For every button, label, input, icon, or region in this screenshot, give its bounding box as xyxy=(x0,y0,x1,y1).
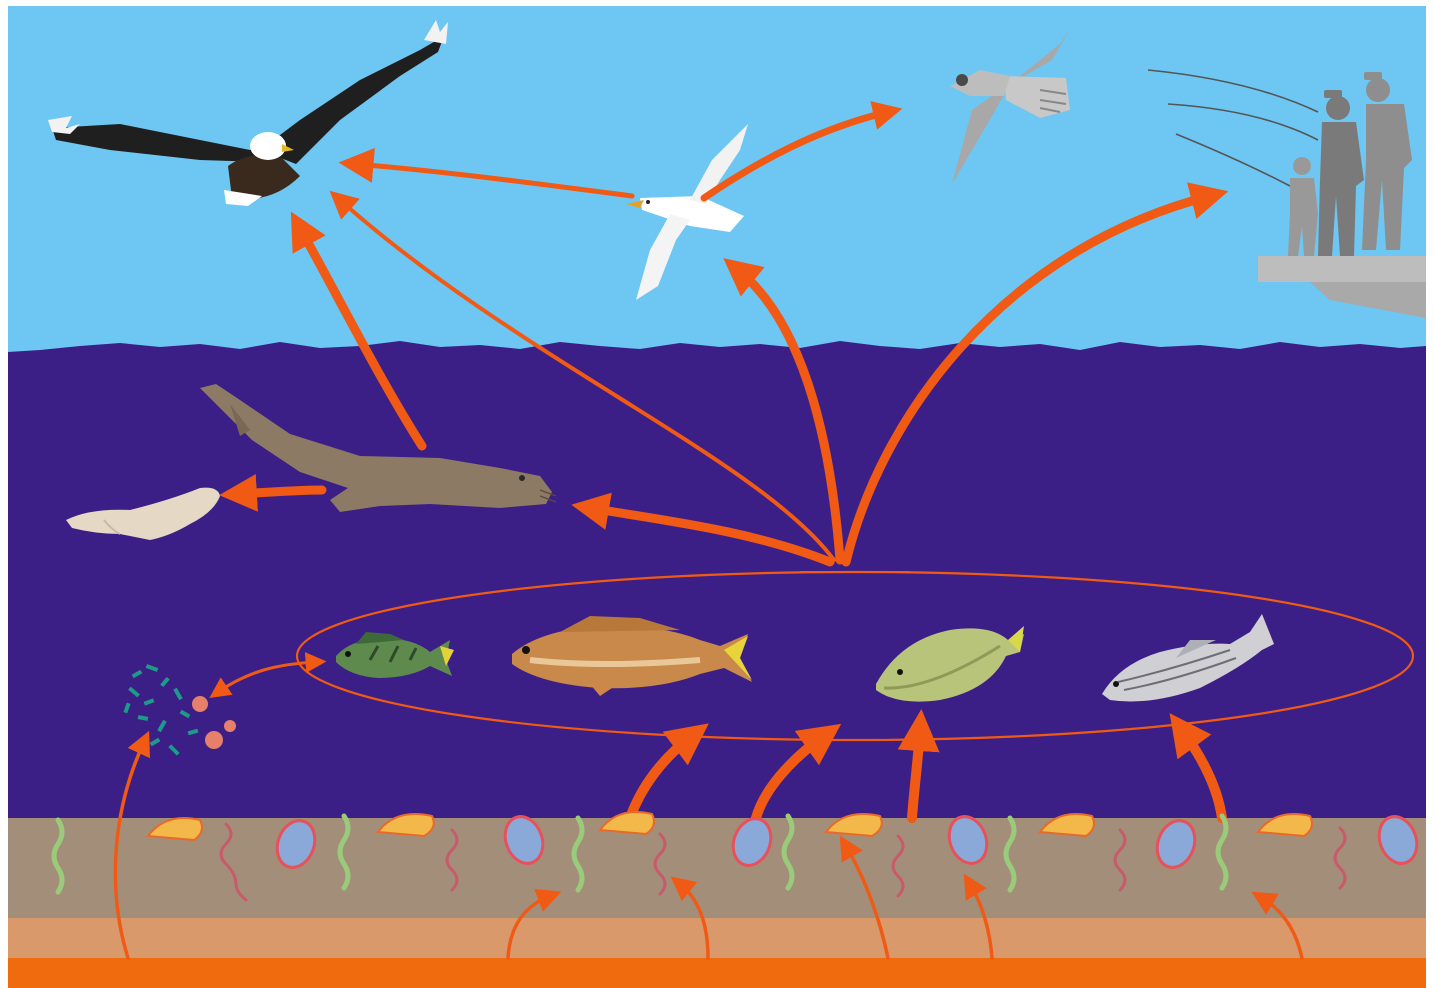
frame-right xyxy=(1426,0,1434,988)
source-band xyxy=(8,958,1426,988)
water-body xyxy=(8,341,1426,820)
frame-top xyxy=(0,0,1434,6)
subsoil-layer xyxy=(8,918,1426,960)
sediment-layer xyxy=(8,818,1426,920)
arrow-seal-to-whale xyxy=(238,490,322,494)
frame-left xyxy=(0,0,8,988)
